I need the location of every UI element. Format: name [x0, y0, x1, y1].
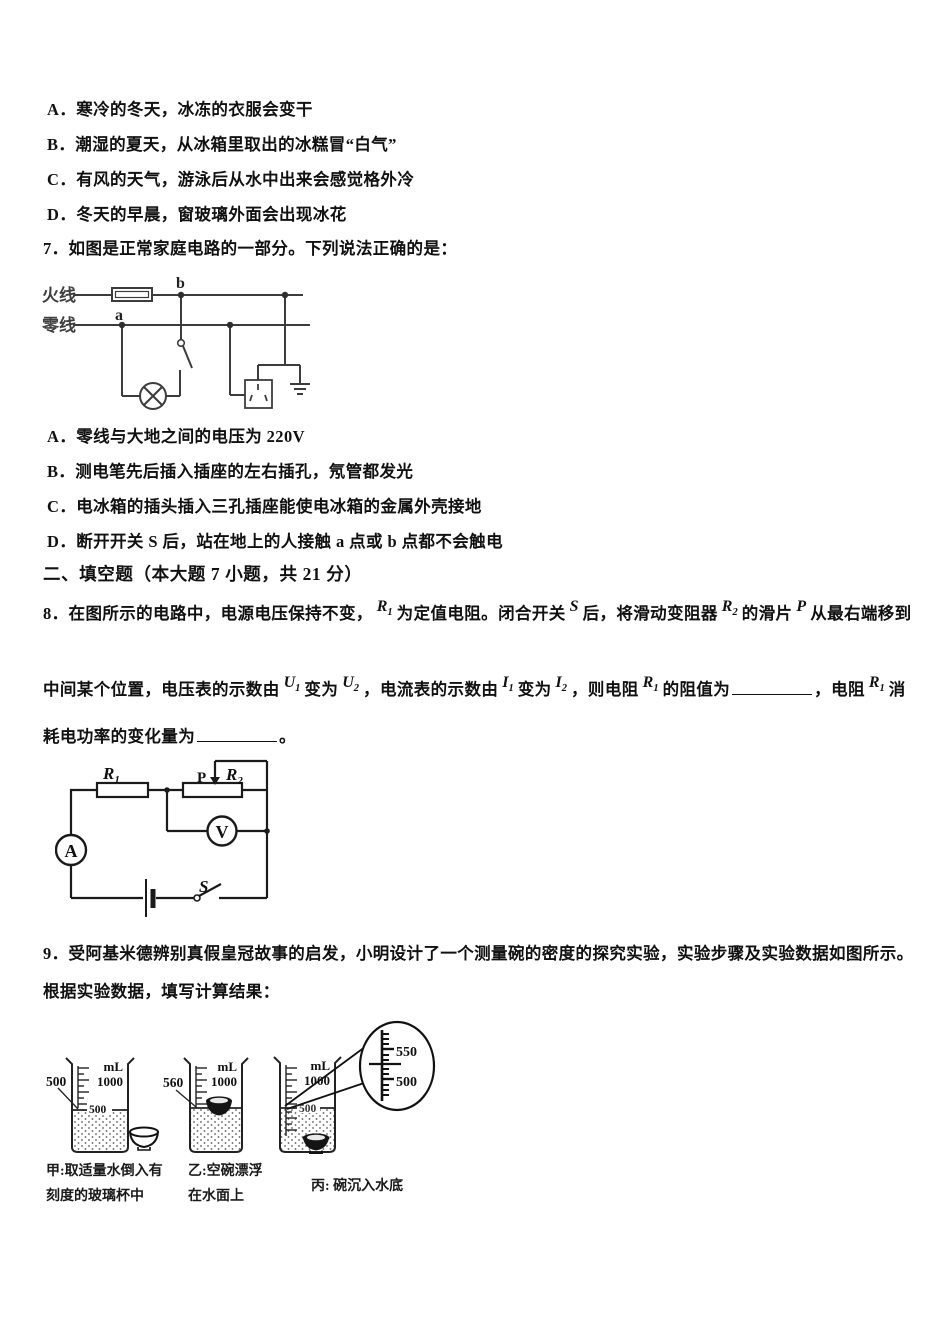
q7-stem: 7．如图是正常家庭电路的一部分。下列说法正确的是： — [43, 239, 458, 258]
q8-l2-seg1: 中间某个位置，电压表的示数由 — [43, 680, 280, 699]
fuse-symbol — [111, 287, 153, 302]
beaker-jia: mL 1000 500 500 甲:取适量水倒入有 刻度的玻璃杯中 — [46, 1057, 163, 1204]
var-I1: I1 — [502, 674, 514, 695]
q8-l2-seg5: ，则电阻 — [571, 680, 639, 699]
magnifier-500: 500 — [396, 1075, 417, 1090]
voltmeter-label: V — [216, 822, 229, 842]
resistor-r1-symbol — [95, 781, 150, 799]
q8-l1-seg3: 后，将滑动变阻器 — [582, 604, 718, 623]
q6-option-a: A．寒冷的冬天，冰冻的衣服会变干 — [47, 100, 313, 119]
level-mark-bing: 500 — [299, 1103, 317, 1115]
q8-l3-seg2: 。 — [279, 727, 297, 746]
water-jia — [73, 1110, 127, 1151]
q8-l1-seg5: 从最右端移到 — [810, 604, 912, 623]
r1-label: R1 — [102, 764, 120, 786]
neutral-wire-label: 零线 — [41, 315, 76, 335]
var-I2: I2 — [555, 674, 568, 695]
var-R2: R2 — [721, 598, 738, 619]
sunken-bowl — [302, 1133, 330, 1154]
unit-jia: mL — [104, 1059, 124, 1074]
slider-arrow — [210, 777, 220, 785]
floating-bowl — [206, 1096, 232, 1116]
unit-yi: mL — [218, 1059, 238, 1074]
q8-l2-seg2: 变为 — [304, 680, 339, 699]
caption-jia-2: 刻度的玻璃杯中 — [46, 1187, 144, 1204]
water-yi — [191, 1108, 241, 1151]
q9-line2: 根据实验数据，填写计算结果： — [43, 982, 280, 1001]
ammeter-label: A — [65, 841, 78, 861]
voltmeter-symbol — [206, 815, 238, 847]
var-R1: R1 — [376, 598, 393, 619]
section2-heading: 二、填空题（本大题 7 小题，共 21 分） — [43, 564, 363, 584]
level-mark-jia: 500 — [89, 1104, 107, 1116]
r2-label: R2 — [225, 765, 243, 787]
scale-1000-jia: 1000 — [97, 1074, 123, 1089]
var-R1c: R1 — [868, 674, 885, 695]
var-U1: U1 — [283, 674, 301, 695]
q7-option-a: A．零线与大地之间的电压为 220V — [47, 427, 305, 446]
q8-l1-seg4: 的滑片 — [741, 604, 793, 623]
live-wire-label: 火线 — [42, 285, 76, 305]
q6-option-b: B．潮湿的夏天，从冰箱里取出的冰糕冒“白气” — [47, 135, 397, 154]
q6-option-d: D．冬天的早晨，窗玻璃外面会出现冰花 — [47, 205, 347, 224]
empty-bowl — [129, 1126, 159, 1151]
q6-option-c: C．有风的天气，游泳后从水中出来会感觉格外冷 — [47, 170, 415, 189]
q8-l2-seg4: 变为 — [517, 680, 552, 699]
ammeter-symbol — [55, 833, 88, 867]
q7-household-circuit-diagram: 火线 零线 b a — [41, 275, 310, 410]
magnifier-550: 550 — [396, 1045, 417, 1060]
q8-blank-1 — [732, 680, 813, 695]
q8-l2-seg3: ，电流表的示数由 — [363, 680, 499, 699]
rheostat-r2-symbol — [181, 781, 244, 799]
q7-option-d: D．断开开关 S 后，站在地上的人接触 a 点或 b 点都不会触电 — [47, 532, 503, 551]
q8-l3-seg1: 耗电功率的变化量为 — [43, 727, 196, 746]
magnifier-leader-1 — [284, 1043, 370, 1107]
q8-line3: 耗电功率的变化量为 。 — [43, 727, 296, 747]
magnifier-inset: 550 500 — [358, 1020, 436, 1112]
point-b-label: b — [176, 275, 185, 292]
q9-beakers-figure: mL 1000 500 500 甲:取适量水倒入有 刻度的玻璃杯中 mL 100… — [46, 1020, 436, 1204]
beaker-yi: mL 1000 560 乙:空碗漂浮 在水面上 — [163, 1057, 263, 1204]
q7-option-c: C．电冰箱的插头插入三孔插座能使电冰箱的金属外壳接地 — [47, 497, 482, 516]
var-S: S — [569, 598, 579, 615]
caption-yi-2: 在水面上 — [188, 1187, 244, 1204]
q8-l2-seg7: ，电阻 — [814, 680, 865, 699]
q8-l2-seg8: 消 — [888, 680, 906, 699]
beaker-bing: mL 1000 500 丙: 碗沉入水底 — [273, 1043, 403, 1194]
q7-option-b: B．测电笔先后插入插座的左右插孔，氖管都发光 — [47, 462, 414, 481]
caption-jia-1: 甲:取适量水倒入有 — [46, 1162, 163, 1179]
q8-blank-2 — [197, 727, 278, 742]
point-a-label: a — [115, 307, 123, 324]
caption-bing: 丙: 碗沉入水底 — [311, 1177, 403, 1194]
s-label: S — [199, 877, 208, 896]
magnifier-leader-2 — [286, 1079, 374, 1110]
caption-yi-1: 乙:空碗漂浮 — [188, 1162, 263, 1179]
q8-circuit-diagram: V A R1 P R2 S — [55, 759, 270, 917]
reading-560-yi: 560 — [163, 1075, 184, 1090]
q8-l1-seg2: 为定值电阻。闭合开关 — [396, 604, 566, 623]
var-U2: U2 — [342, 674, 360, 695]
p-label: P — [197, 770, 206, 786]
reading-500-jia: 500 — [46, 1074, 67, 1089]
q8-l1-seg1: 8．在图所示的电路中，电源电压保持不变， — [43, 604, 373, 623]
var-R1b: R1 — [642, 674, 659, 695]
scale-1000-yi: 1000 — [211, 1074, 237, 1089]
q9-line1: 9．受阿基米德辨别真假皇冠故事的启发，小明设计了一个测量碗的密度的探究实验，实验… — [43, 944, 914, 963]
unit-bing: mL — [311, 1058, 331, 1073]
q8-l2-seg6: 的阻值为 — [662, 680, 731, 699]
var-P: P — [796, 598, 807, 615]
